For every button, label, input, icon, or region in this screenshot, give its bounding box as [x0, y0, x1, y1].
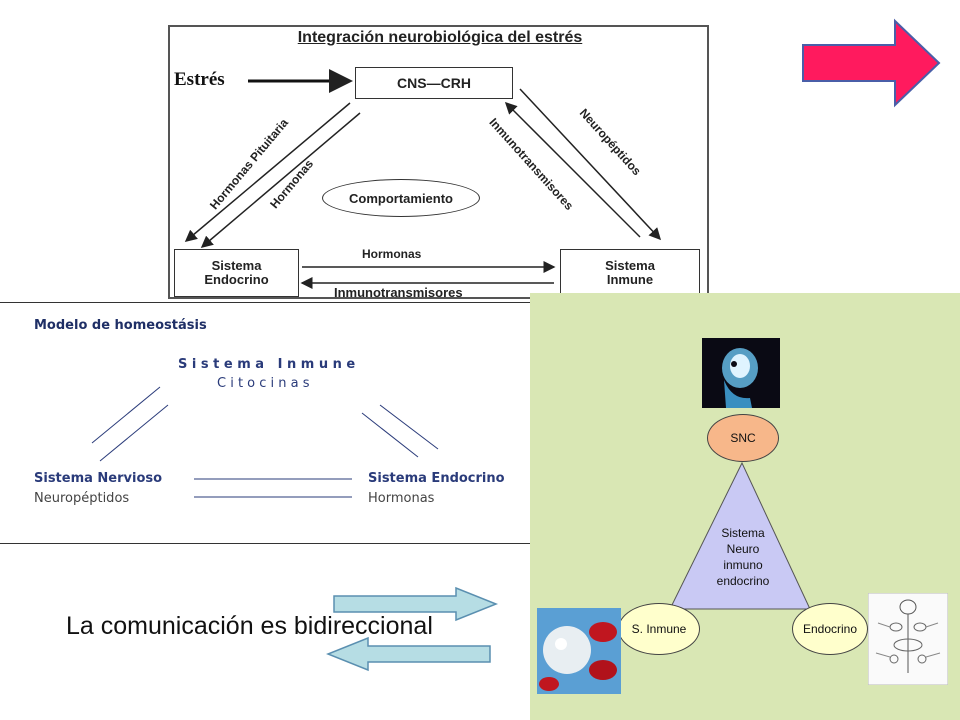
endocrine-oval: Endocrino — [792, 603, 868, 655]
neuro-immune-endocrine-label: Sistema Neuro inmuno endocrino — [716, 526, 770, 588]
neuro-triangle — [669, 461, 811, 610]
immune-oval: S. Inmune — [618, 603, 700, 655]
right-outer-arrow — [519, 88, 662, 241]
blood-cells-icon — [537, 608, 621, 694]
immune-system-box: Sistema Inmune — [560, 249, 700, 297]
left-outer-arrow — [184, 102, 351, 242]
left-arrow-icon — [326, 636, 491, 672]
left-inner-arrow — [200, 112, 361, 248]
homeostasis-title: Modelo de homeostásis — [34, 318, 207, 333]
endocrine-glands-icon — [868, 593, 948, 685]
endocrine-title: Sistema Endocrino — [368, 471, 505, 486]
immune-title: S i s t e m a I n m u n e — [178, 357, 356, 372]
bottom-inmuno-label: Inmunotransmisores — [334, 285, 463, 300]
stress-diagram-title: Integración neurobiológica del estrés — [297, 29, 583, 46]
bottom-hormonas-label: Hormonas — [362, 247, 422, 261]
right-arrow-icon — [333, 586, 499, 622]
right-inner-arrow — [504, 101, 641, 238]
stress-label: Estrés — [174, 69, 225, 90]
cns-crh-box: CNS—CRH — [355, 67, 513, 99]
bidirectional-text: La comunicación es bidireccional — [66, 612, 433, 640]
immune-subtitle: C i t o c i n a s — [217, 376, 310, 391]
stress-arrows — [184, 69, 662, 289]
nervous-title: Sistema Nervioso — [34, 471, 163, 486]
homeostasis-panel: Modelo de homeostásis S i s t e m a I n … — [0, 302, 530, 544]
neuro-immune-panel: SNC S. Inmune Endocrino Sistema Neuro in… — [530, 293, 960, 720]
pink-arrow-icon — [802, 18, 941, 108]
behavior-oval: Comportamiento — [322, 179, 480, 217]
homeostasis-lines — [91, 386, 439, 498]
endocrine-subtitle: Hormonas — [368, 491, 435, 506]
brain-xray-icon — [702, 338, 780, 408]
snc-oval: SNC — [707, 414, 779, 462]
nervous-subtitle: Neuropéptidos — [34, 491, 130, 506]
endocrine-system-box: Sistema Endocrino — [174, 249, 299, 297]
stress-integration-panel: Integración neurobiológica del estrés Es… — [168, 25, 709, 300]
